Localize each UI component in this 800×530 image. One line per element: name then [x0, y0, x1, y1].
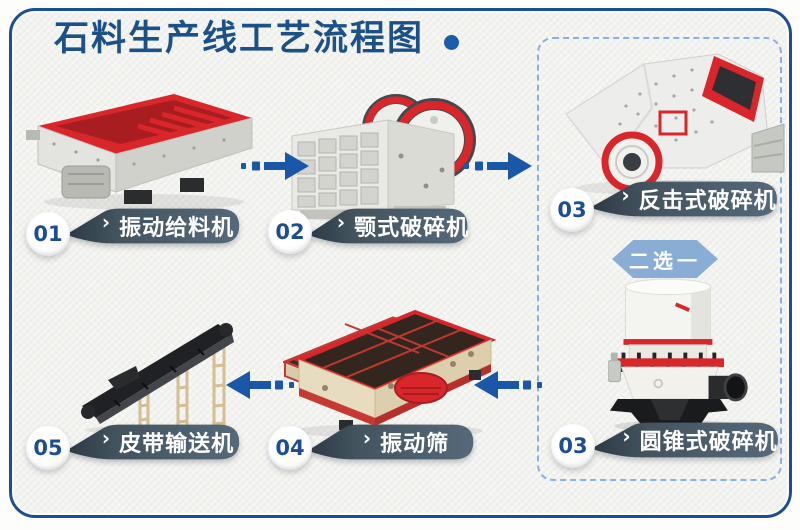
pill-bubble-shape [65, 208, 240, 244]
impact-crusher-image [556, 46, 788, 198]
chevron-icon: › [101, 210, 111, 234]
chevron-icon: › [336, 210, 346, 234]
crusher-choice-dashed-box [537, 37, 782, 481]
chevron-icon: › [622, 424, 631, 448]
step-label-vibrating-screen: › 振动筛 [306, 422, 476, 462]
cone-crusher-image [608, 274, 753, 436]
arrow-right-step1-to-step2-icon [241, 149, 311, 183]
vibrating-screen-image [283, 300, 498, 440]
pill-bubble-shape [591, 422, 778, 458]
step-number-05: 05 [26, 426, 70, 470]
step-number-04: 04 [268, 426, 312, 470]
chevron-icon: › [621, 183, 630, 207]
step-label-cone-crusher: › 圆锥式破碎机 [589, 420, 781, 460]
step-label-belt-conveyor: › 皮带输送机 [64, 422, 242, 462]
page-title: 石料生产线工艺流程图 [54, 19, 425, 59]
pill-bubble-shape [307, 208, 468, 244]
jaw-crusher-image [276, 78, 476, 223]
chevron-icon: › [362, 426, 372, 450]
chevron-icon: › [101, 426, 111, 450]
choice-badge: 二选一 [612, 240, 718, 278]
step-number-01: 01 [26, 212, 70, 256]
step-label-impact-crusher: › 反击式破碎机 [588, 179, 780, 219]
arrow-left-step4-to-step5-icon [224, 368, 294, 402]
vibrating-feeder-image [24, 86, 256, 212]
cone-crusher-illustration [608, 278, 748, 432]
jaw-crusher-illustration [291, 94, 476, 222]
vibrating-screen-illustration [283, 309, 497, 438]
step-number-03-impact: 03 [550, 188, 594, 232]
step-number-03-cone: 03 [551, 424, 595, 468]
title-row: 石料生产线工艺流程图 [54, 18, 460, 60]
pill-bubble-shape [307, 424, 474, 460]
arrow-left-step3-to-step4-icon [472, 368, 542, 402]
pill-bubble-shape [65, 424, 240, 460]
step-label-jaw-crusher: › 颚式破碎机 [306, 206, 470, 246]
vibrating-feeder-illustration [26, 94, 253, 210]
step-label-vibrating-feeder: › 振动给料机 [64, 206, 242, 246]
impact-crusher-illustration [565, 53, 785, 196]
arrow-right-step2-to-step3-icon [464, 149, 534, 183]
step-number-02: 02 [268, 210, 312, 254]
title-dot-icon [444, 34, 460, 50]
pill-bubble-shape [590, 181, 777, 217]
